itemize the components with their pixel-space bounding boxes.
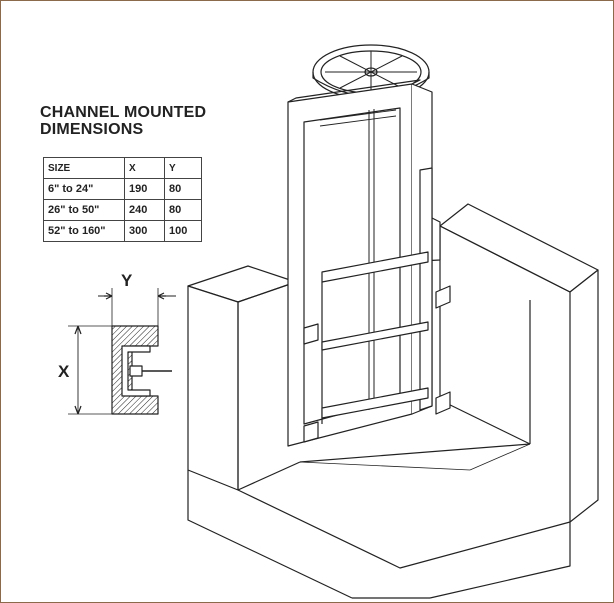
table-row: 26" to 50" 240 80 xyxy=(43,199,202,221)
table-cell: 26" to 50" xyxy=(43,199,125,221)
channel-section-detail xyxy=(68,288,176,415)
table-cell: 80 xyxy=(164,178,202,200)
table-cell: 190 xyxy=(124,178,165,200)
table-row: 52" to 160" 300 100 xyxy=(43,220,202,242)
dimensions-table: SIZE X Y 6" to 24" 190 80 26" to 50" 240… xyxy=(43,157,202,242)
header-x: X xyxy=(124,157,165,179)
table-cell: 300 xyxy=(124,220,165,242)
table-cell: 6" to 24" xyxy=(43,178,125,200)
dimensions-title: CHANNEL MOUNTED DIMENSIONS xyxy=(40,104,206,138)
title-line-2: DIMENSIONS xyxy=(40,121,144,138)
table-cell: 240 xyxy=(124,199,165,221)
table-header-row: SIZE X Y xyxy=(43,157,202,179)
table-cell: 80 xyxy=(164,199,202,221)
gate-frame xyxy=(287,79,451,447)
x-dimension-label: X xyxy=(58,362,70,381)
title-line-1: CHANNEL MOUNTED xyxy=(40,104,207,121)
table-cell: 52" to 160" xyxy=(43,220,125,242)
header-size: SIZE xyxy=(43,157,125,179)
header-y: Y xyxy=(164,157,202,179)
table-cell: 100 xyxy=(164,220,202,242)
y-dimension-label: Y xyxy=(121,271,133,290)
table-row: 6" to 24" 190 80 xyxy=(43,178,202,200)
